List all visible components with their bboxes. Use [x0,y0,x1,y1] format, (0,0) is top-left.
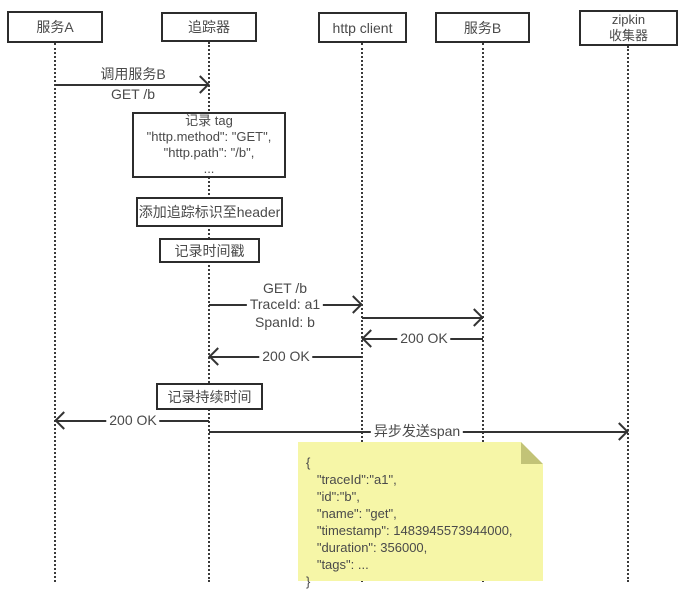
activity-label: 记录持续时间 [167,388,252,405]
message-spanid-label: SpanId: b [255,314,315,330]
arrow-line [362,317,483,319]
arrowhead-right-icon [610,422,629,441]
participant-http-client: http client [318,12,407,43]
lifeline-http-client [361,43,363,582]
activity-title: 记录 tag [185,113,233,128]
participant-label: 服务B [463,19,502,36]
lifeline-tracer [208,42,210,582]
participant-label: 服务A [36,19,74,35]
lifeline-zipkin-collector [627,46,629,582]
arrowhead-right-icon [465,308,484,327]
arrowhead-left-icon [54,411,73,430]
note-folded-corner-icon [521,442,543,464]
message-label: 异步发送span [370,423,464,439]
arrowhead-left-icon [361,329,380,348]
message-traceid-label: TraceId: a1 [246,296,324,312]
lifeline-service-b [482,43,484,582]
arrowhead-left-icon [208,347,227,366]
activity-line: "http.path": "/b", [163,145,255,160]
participant-service-a: 服务A [7,11,103,43]
message-label: 200 OK [106,412,160,428]
message-label: GET /b [262,280,308,296]
activity-line: ... [203,161,215,176]
participant-service-b: 服务B [435,12,530,43]
message-sublabel: GET /b [110,86,156,102]
activity-record-timestamp: 记录时间戳 [159,238,260,263]
participant-zipkin-collector: zipkin 收集器 [579,10,678,46]
participant-label: zipkin 收集器 [608,12,648,43]
activity-add-trace-header: 添加追踪标识至header [136,197,283,227]
activity-line: "http.method": "GET", [146,129,272,144]
span-json-note: { "traceId":"a1", "id":"b", "name": "get… [298,442,543,589]
lifeline-service-a [54,43,56,582]
activity-record-duration: 记录持续时间 [156,383,263,410]
message-label: 调用服务B [100,66,166,82]
arrow-line [55,84,209,86]
arrowhead-right-icon [344,295,363,314]
participant-label: 追踪器 [188,19,230,35]
message-label: 200 OK [397,330,451,346]
activity-label: 添加追踪标识至header [138,204,281,220]
note-text: { "traceId":"a1", "id":"b", "name": "get… [306,455,513,589]
participant-tracer: 追踪器 [161,12,257,42]
arrowhead-right-icon [191,75,210,94]
activity-record-tag: 记录 tag "http.method": "GET", "http.path"… [132,112,286,178]
activity-label: 记录时间戳 [174,242,245,259]
message-label: 200 OK [259,348,313,364]
participant-label: http client [332,19,393,36]
